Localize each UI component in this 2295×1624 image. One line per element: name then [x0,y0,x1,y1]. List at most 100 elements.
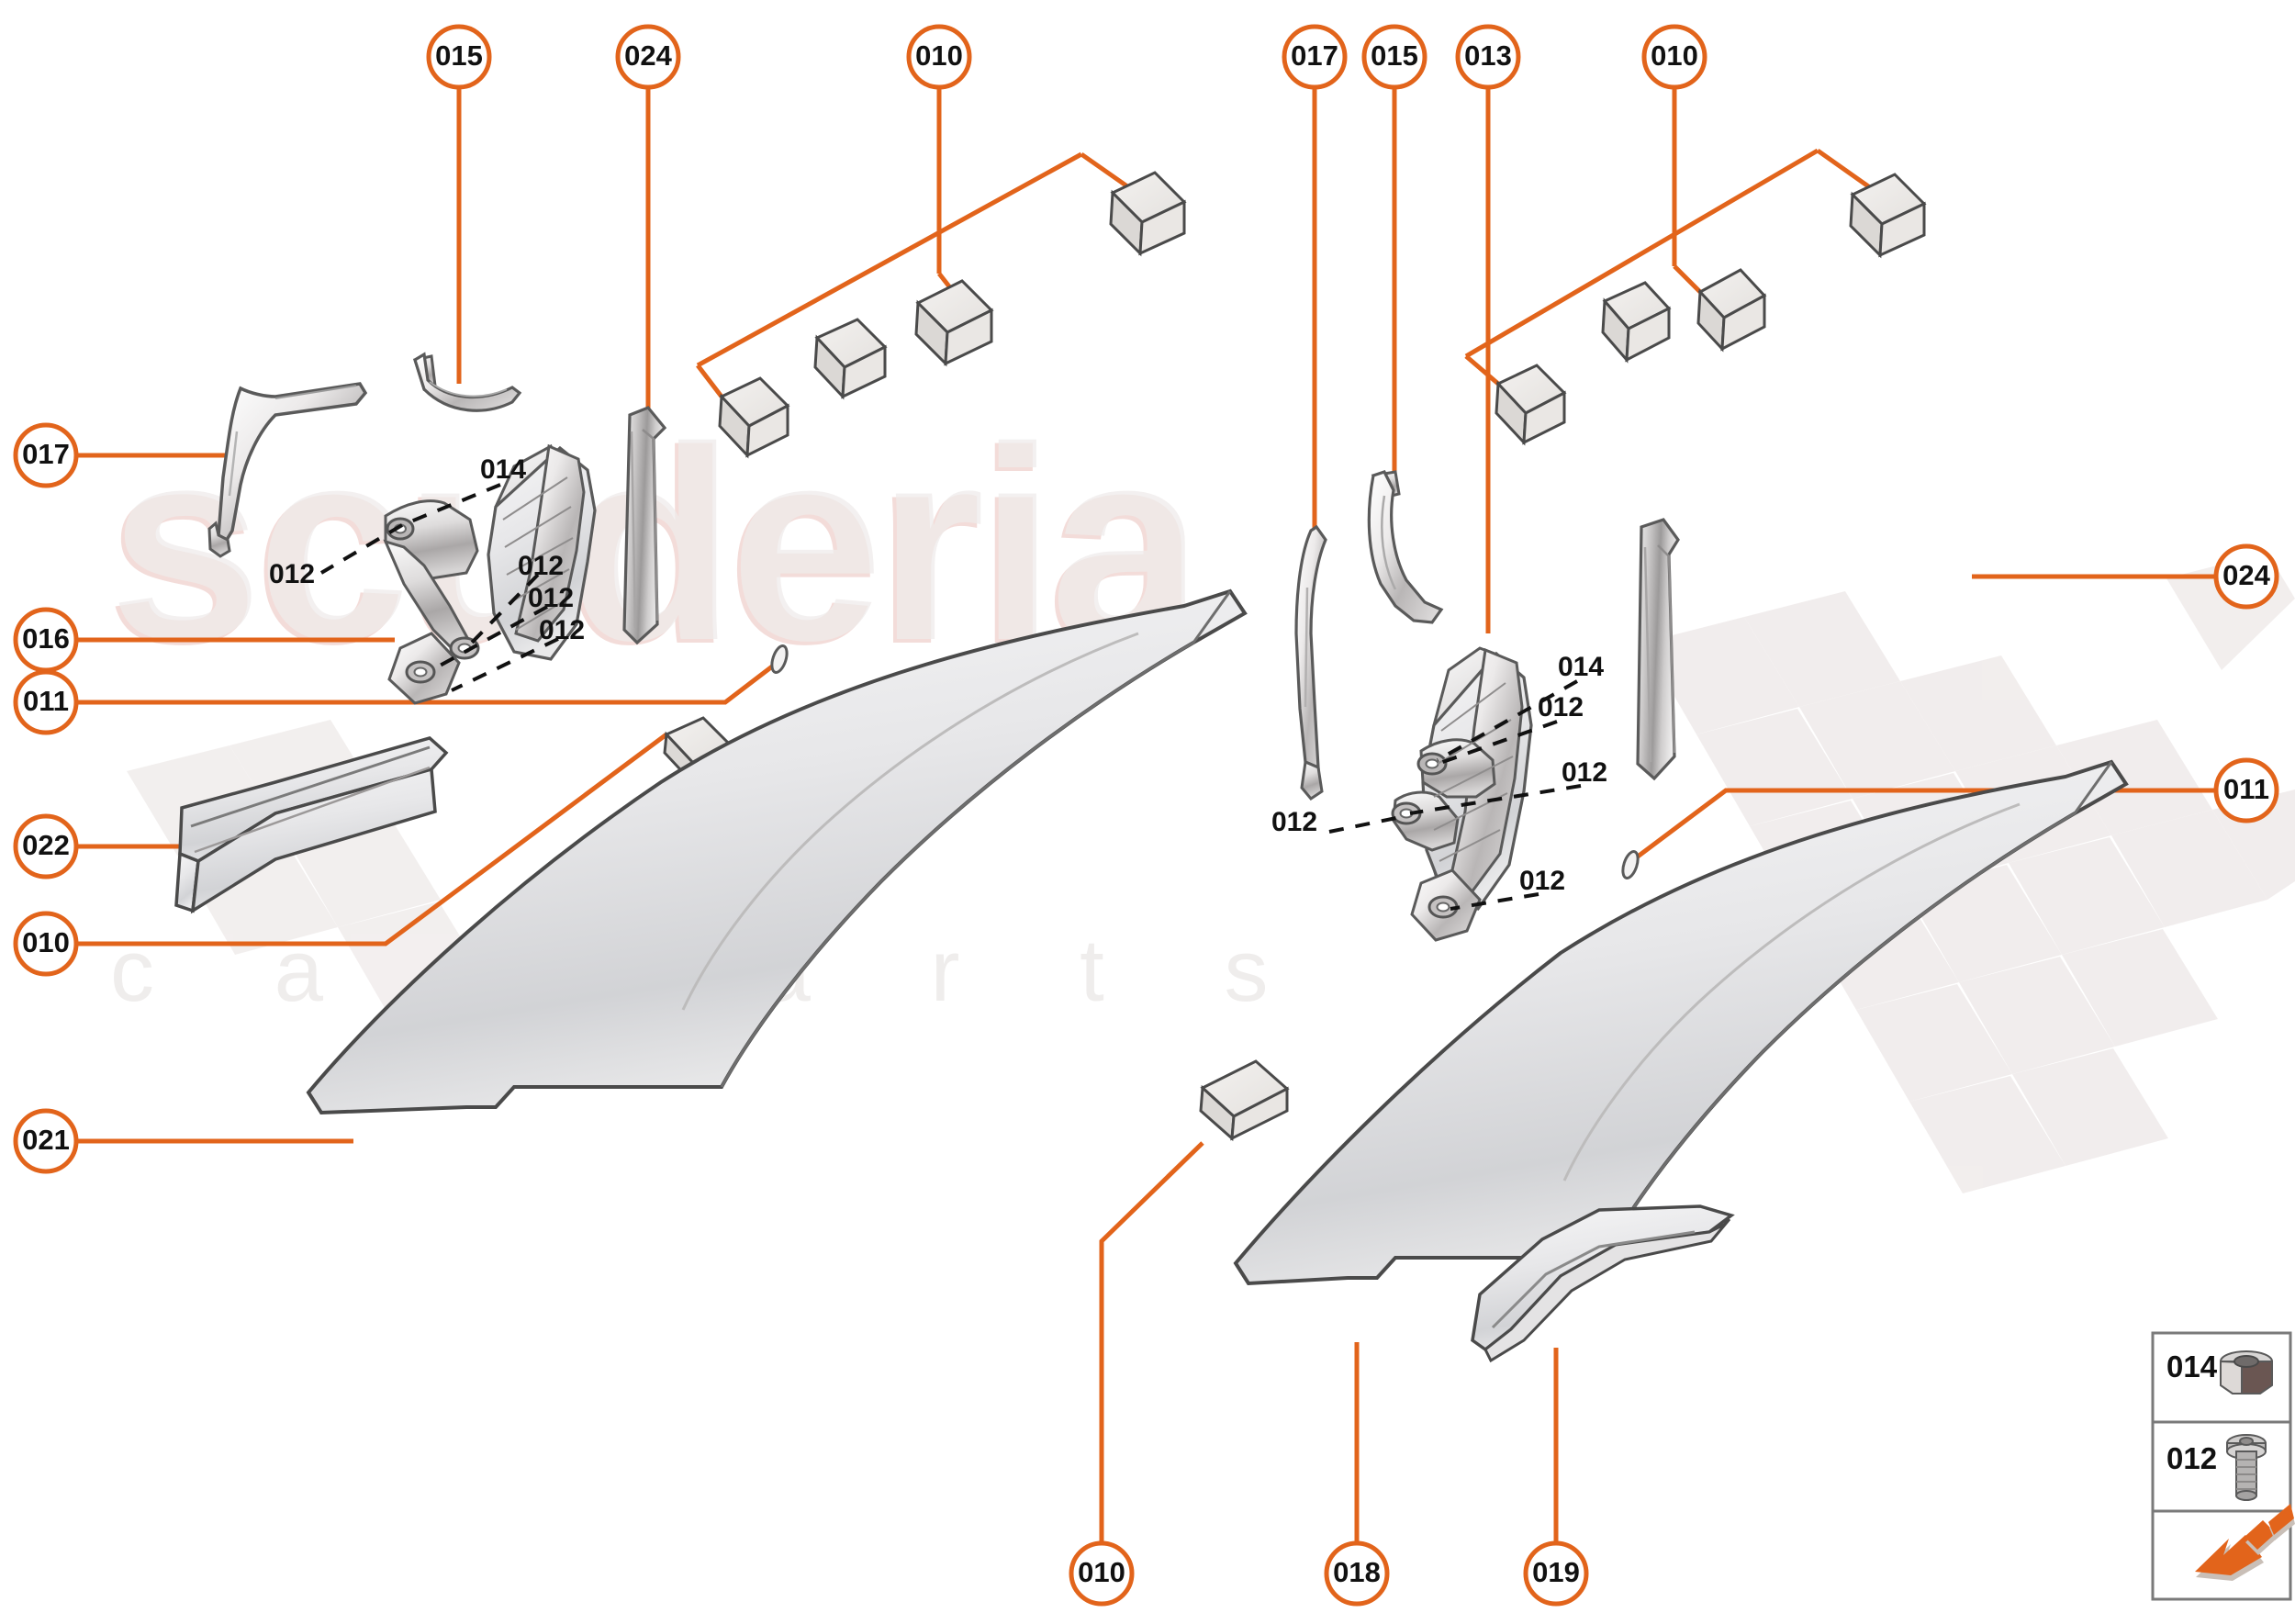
callout-bubble-outline [906,24,972,90]
callout-bubble-outline [426,24,492,90]
callout-bubble-outline [1523,1540,1589,1607]
inline-label-014: 014 [1558,652,1604,682]
fastener-dashed-lines-left [319,483,559,692]
inline-label-012: 012 [269,559,315,589]
leader-011-l [76,662,778,705]
dash-012-right-a [1437,720,1558,766]
legend-box: 014 012 [2151,1331,2295,1601]
part-010-cluster-right [1495,173,1927,446]
callout-label: 015 [1371,39,1418,72]
legend-label-012: 012 [2166,1441,2217,1475]
part-011-right [1621,850,1640,879]
leader-lines [76,87,2216,1543]
dash-012-left-c [431,605,548,672]
dash-012-left-b [468,573,540,646]
callout-017-top[interactable]: 017 [1282,24,1348,90]
callout-010-top[interactable]: 010 [1641,24,1707,90]
callout-label: 016 [22,622,70,655]
part-018-right [1233,759,2129,1286]
callout-015-top[interactable]: 015 [1361,24,1427,90]
callout-010-left[interactable]: 010 [13,911,79,977]
inline-label-012: 012 [518,551,564,581]
callout-bubble-outline [2213,757,2279,823]
callout-label: 022 [22,829,70,861]
inline-label-014: 014 [480,454,526,485]
inline-label-012: 012 [1562,757,1607,788]
callout-bubble-outline [1455,24,1521,90]
callout-015-top[interactable]: 015 [426,24,492,90]
view-direction-arrow-icon [2195,1504,2295,1581]
callout-label: 010 [1078,1556,1125,1588]
flange-nut-icon [2220,1350,2273,1394]
callout-label: 011 [2223,773,2269,805]
callout-013-top[interactable]: 013 [1455,24,1521,90]
inline-label-012: 012 [1519,866,1565,896]
callout-label: 019 [1532,1556,1580,1588]
part-015-right [1367,470,1444,624]
leader-010-right [1464,87,1882,386]
dash-012-right-c [1328,815,1402,834]
callout-024-top[interactable]: 024 [615,24,681,90]
part-019-right [1471,1204,1735,1363]
callout-bubble-outline [13,911,79,977]
callout-bubble-outline [13,422,79,488]
callout-bubbles: 015 024 010 017 015 013 010 017 016 011 022 010 021 0… [13,24,2279,1607]
part-010-bottom-pad [1199,1059,1290,1142]
callout-label: 017 [1291,39,1338,72]
callout-011-left[interactable]: 011 [13,669,79,735]
callout-018-bottom[interactable]: 018 [1324,1540,1390,1607]
callout-016-left[interactable]: 016 [13,607,79,673]
callout-019-bottom[interactable]: 019 [1523,1540,1589,1607]
callout-bubble-outline [13,813,79,879]
flange-bolt-icon [2226,1434,2267,1501]
callout-bubble-outline [13,1108,79,1174]
part-010-cluster-left [718,171,1187,459]
callout-label: 021 [22,1124,70,1156]
fastener-dashed-lines-right [1328,679,1582,911]
callout-011-right[interactable]: 011 [2213,757,2279,823]
leader-010-b [1099,1141,1204,1543]
callout-bubble-outline [1324,1540,1390,1607]
callout-label: 015 [435,39,483,72]
callout-021-left[interactable]: 021 [13,1108,79,1174]
part-013-right [1391,646,1533,942]
callout-022-left[interactable]: 022 [13,813,79,879]
callout-bubble-outline [1282,24,1348,90]
inline-label-012: 012 [539,615,585,645]
callout-label: 017 [22,438,70,470]
callout-bubble-outline [615,24,681,90]
inline-label-012: 012 [528,583,574,613]
callout-017-left[interactable]: 017 [13,422,79,488]
callout-010-top[interactable]: 010 [906,24,972,90]
watermark-scuderia: scuderia scuderia c a r p a r t s [106,389,1268,1020]
leader-010-left [696,87,1138,398]
callout-label: 010 [915,39,963,72]
callout-bubble-outline [13,669,79,735]
dash-012-left-d [451,637,559,692]
part-015-left [413,352,522,412]
part-024-left [622,406,667,645]
callout-024-right[interactable]: 024 [2213,543,2279,610]
callout-label: 024 [624,39,672,72]
callout-010-bottom[interactable]: 010 [1069,1540,1135,1607]
part-011-left [770,644,789,674]
dash-014-left [401,483,501,527]
callout-label: 010 [22,926,70,958]
callout-bubble-outline [1361,24,1427,90]
callout-label: 018 [1333,1556,1381,1588]
inline-label-012: 012 [1271,807,1317,837]
callout-label: 024 [2222,559,2270,591]
dash-012-right-b [1409,784,1582,815]
part-017-right [1294,524,1327,801]
part-021-left [306,588,1248,1115]
callout-bubble-outline [2213,543,2279,610]
callout-bubble-outline [1069,1540,1135,1607]
callout-bubble-outline [1641,24,1707,90]
part-024-right [1636,518,1680,781]
part-017-left [207,382,368,558]
callout-label: 010 [1651,39,1698,72]
legend-label-014: 014 [2166,1350,2218,1383]
